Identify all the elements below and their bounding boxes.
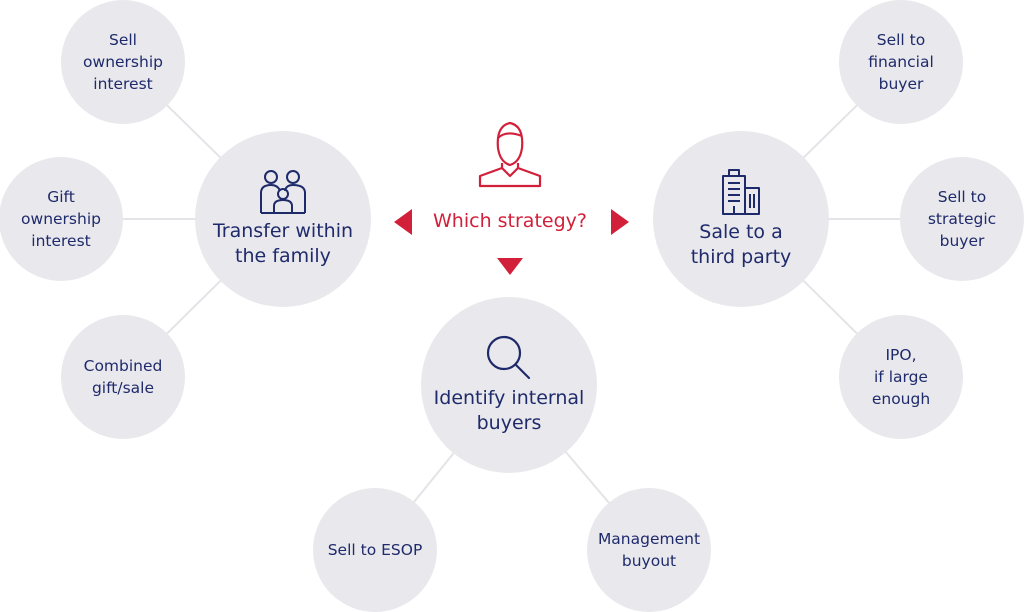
leaf-label: Gift ownership interest xyxy=(21,188,101,250)
leaf-sell-ownership-interest: Sell ownership interest xyxy=(61,0,185,124)
hub-label: Transfer within the family xyxy=(212,220,354,267)
hub-sale-to-third-party: Sale to a third party xyxy=(653,131,829,307)
leaf-label: Sell to strategic buyer xyxy=(927,188,997,250)
arrow-right-icon xyxy=(611,209,629,235)
leaf-gift-ownership-interest: Gift ownership interest xyxy=(0,157,123,281)
leaf-management-buyout: Management buyout xyxy=(587,488,711,612)
leaf-label: IPO, if large enough xyxy=(871,346,931,408)
leaf-label: Sell to ESOP xyxy=(327,541,423,559)
hub-label: Sale to a third party xyxy=(690,221,792,268)
arrow-down-icon xyxy=(497,258,523,275)
hub-transfer-within-family: Transfer within the family xyxy=(195,131,371,307)
leaf-ipo-if-large-enough: IPO, if large enough xyxy=(839,315,963,439)
hub-label: Identify internal buyers xyxy=(433,387,585,434)
leaf-label: Combined gift/sale xyxy=(83,357,163,397)
strategy-question: Which strategy? xyxy=(433,210,587,232)
arrow-left-icon xyxy=(394,209,412,235)
leaf-label: Sell ownership interest xyxy=(83,31,163,93)
leaf-label: Sell to financial buyer xyxy=(868,31,934,93)
magnifier-icon xyxy=(486,335,531,380)
hub-identify-internal-buyers: Identify internal buyers xyxy=(421,297,597,473)
leaf-sell-to-esop: Sell to ESOP xyxy=(313,488,437,612)
building-icon xyxy=(722,169,760,215)
family-icon xyxy=(260,170,306,214)
person-icon xyxy=(478,121,542,188)
leaf-sell-to-financial-buyer: Sell to financial buyer xyxy=(839,0,963,124)
center-question-group: Which strategy? xyxy=(420,118,600,278)
leaf-sell-to-strategic-buyer: Sell to strategic buyer xyxy=(900,157,1024,281)
leaf-label: Management buyout xyxy=(597,530,701,570)
leaf-combined-gift-sale: Combined gift/sale xyxy=(61,315,185,439)
